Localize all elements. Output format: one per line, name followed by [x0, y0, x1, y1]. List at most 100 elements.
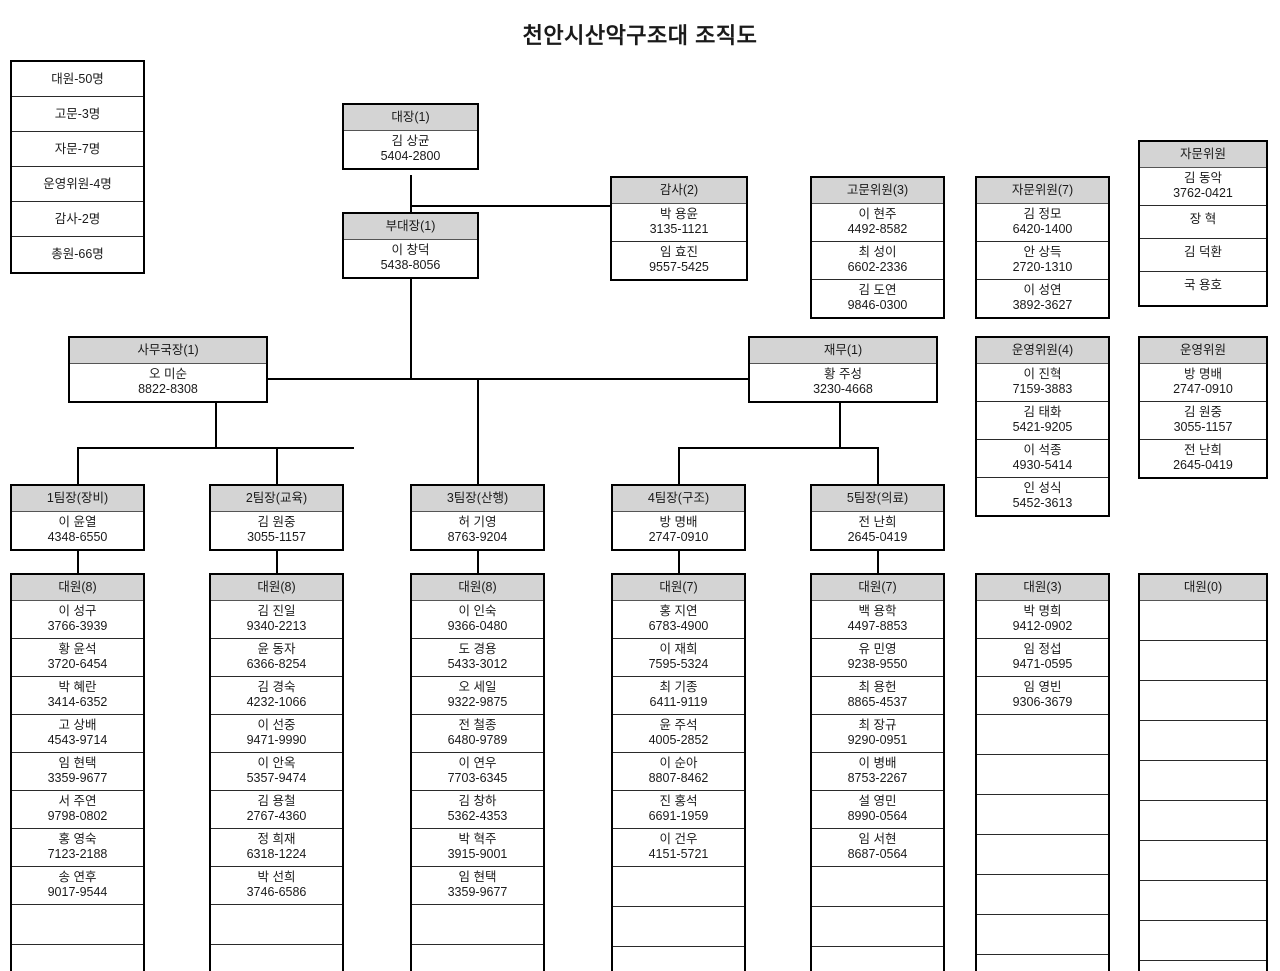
member-name: 김 정모 — [1023, 207, 1062, 221]
member-name: 김 원중 — [257, 515, 296, 529]
node-header: 1팀장(장비) — [12, 486, 143, 512]
member-name: 김 경숙 — [257, 680, 296, 694]
member-phone: 6691-1959 — [648, 809, 709, 823]
node-header: 운영위원(4) — [977, 338, 1108, 364]
member-name: 박 명희 — [1023, 604, 1062, 618]
member-row-empty — [812, 907, 943, 947]
member-phone: 9798-0802 — [47, 809, 108, 823]
member-name: 도 경용 — [458, 642, 497, 656]
member-phone: 7159-3883 — [1012, 382, 1073, 396]
member-name: 임 효진 — [660, 245, 698, 259]
member-row-empty — [977, 915, 1108, 955]
personnel-summary-box: 대원-50명 고문-3명 자문-7명 운영위원-4명 감사-2명 총원-66명 — [10, 60, 145, 274]
member-phone: 4232-1066 — [246, 695, 307, 709]
member-name: 임 현택 — [58, 756, 97, 770]
member-name: 허 기영 — [458, 515, 497, 529]
member-row-empty — [211, 945, 342, 971]
page-title: 천안시산악구조대 조직도 — [522, 23, 758, 48]
node-header: 5팀장(의료) — [812, 486, 943, 512]
member-phone: 2767-4360 — [246, 809, 307, 823]
member-phone: 5452-3613 — [1012, 496, 1073, 510]
member-name: 고 상배 — [58, 718, 97, 732]
member-phone: 3720-6454 — [47, 657, 108, 671]
member-row-empty — [977, 795, 1108, 835]
node-header: 대장(1) — [344, 105, 477, 131]
member-name: 최 장규 — [858, 718, 897, 732]
member-name: 백 용학 — [858, 604, 897, 618]
member-name: 이 선중 — [257, 718, 296, 732]
node-header: 2팀장(교육) — [211, 486, 342, 512]
member-phone: 9306-3679 — [1012, 695, 1073, 709]
member-phone: 2645-0419 — [847, 530, 908, 544]
node-header: 부대장(1) — [344, 214, 477, 240]
member-name: 황 주성 — [824, 367, 862, 381]
member-name: 윤 주석 — [659, 718, 698, 732]
member-phone: 4543-9714 — [47, 733, 108, 747]
connector-midrow-horizontal — [267, 378, 748, 380]
member-phone: 6783-4900 — [648, 619, 709, 633]
connector-secretariat-down — [215, 403, 217, 448]
member-row-empty — [412, 945, 543, 971]
member-name: 오 미순 — [149, 367, 187, 381]
member-name: 최 용헌 — [858, 680, 897, 694]
node-header: 대원(0) — [1140, 575, 1266, 601]
node-team7-members[interactable]: 대원(0) — [1138, 573, 1268, 971]
member-name: 김 원중 — [1184, 405, 1222, 419]
member-phone: 4151-5721 — [648, 847, 709, 861]
member-phone: 8807-8462 — [648, 771, 709, 785]
member-name: 인 성식 — [1023, 481, 1062, 495]
member-phone: 3915-9001 — [447, 847, 508, 861]
member-phone: 9366-0480 — [447, 619, 508, 633]
member-phone: 9412-0902 — [1012, 619, 1073, 633]
member-name: 유 민영 — [858, 642, 897, 656]
connector-team2-stub — [276, 447, 278, 485]
member-name: 임 정섭 — [1023, 642, 1062, 656]
member-phone: 4005-2852 — [648, 733, 709, 747]
member-row-empty — [1140, 921, 1266, 961]
member-row-empty — [977, 715, 1108, 755]
member-phone: 9557-5425 — [649, 260, 709, 274]
